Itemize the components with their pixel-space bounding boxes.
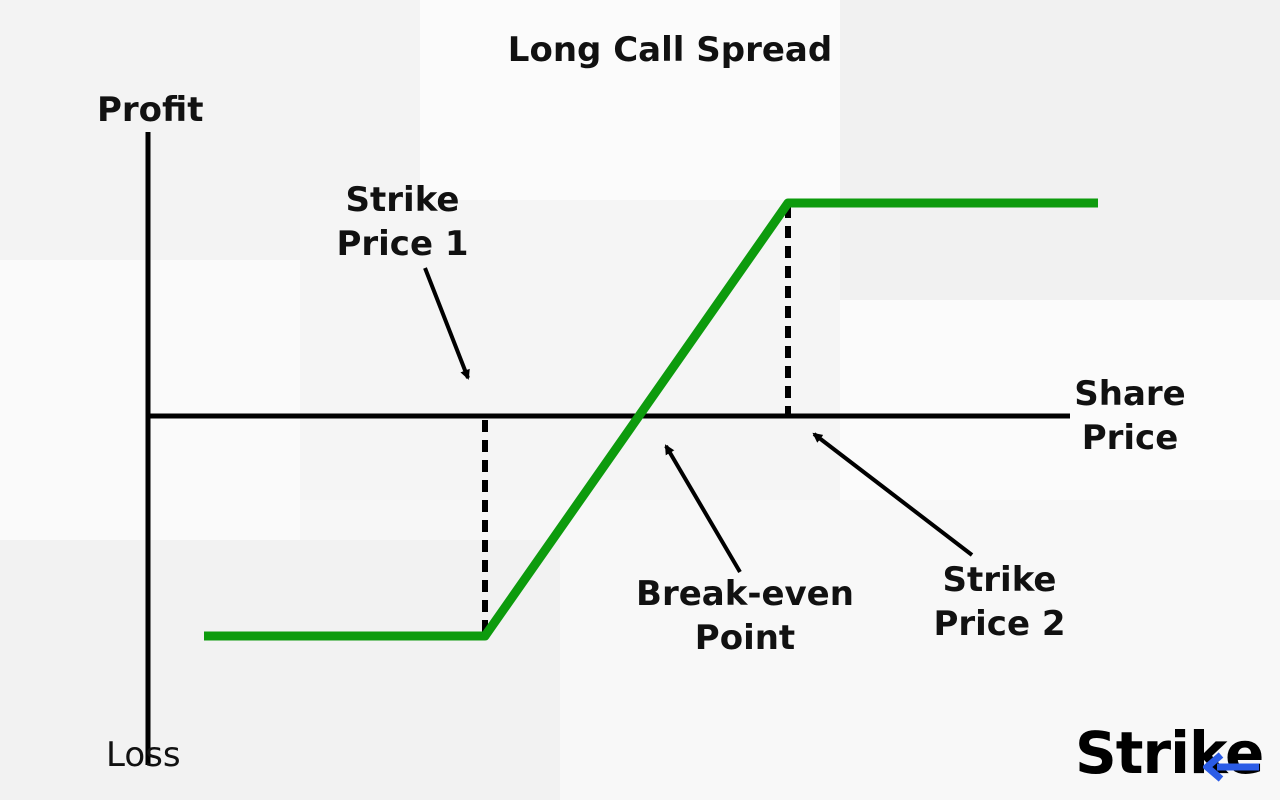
logo-e-mark: e (1225, 719, 1264, 787)
payoff-line (204, 198, 1098, 641)
strike-price-1-label: Strike Price 1 (320, 178, 485, 266)
logo-arrow-icon (1203, 752, 1259, 782)
x-axis-label-line-2: Price (1081, 418, 1179, 458)
strike-1-arrow (423, 267, 470, 380)
strike-logo: Strike (1075, 718, 1264, 788)
break-even-line-2: Point (694, 618, 796, 658)
break-even-label: Break-even Point (625, 572, 865, 660)
x-axis-label: Share Price (1070, 372, 1190, 460)
break-even-arrow (664, 444, 742, 574)
strike-price-2-label: Strike Price 2 (917, 558, 1082, 646)
strike-price-1-line-2: Price 1 (336, 224, 469, 264)
y-axis-loss-label: Loss (106, 735, 181, 775)
break-even-line-1: Break-even (636, 574, 854, 614)
strike-price-1-line-1: Strike (345, 180, 460, 220)
y-axis-profit-label: Profit (97, 90, 204, 130)
logo-text: Strik (1075, 719, 1226, 787)
strike-price-2-line-2: Price 2 (933, 604, 1066, 644)
x-axis-label-line-1: Share (1074, 374, 1186, 414)
strike-2-arrow (812, 432, 974, 557)
diagram-title: Long Call Spread (507, 30, 833, 70)
strike-price-2-line-1: Strike (942, 560, 1057, 600)
